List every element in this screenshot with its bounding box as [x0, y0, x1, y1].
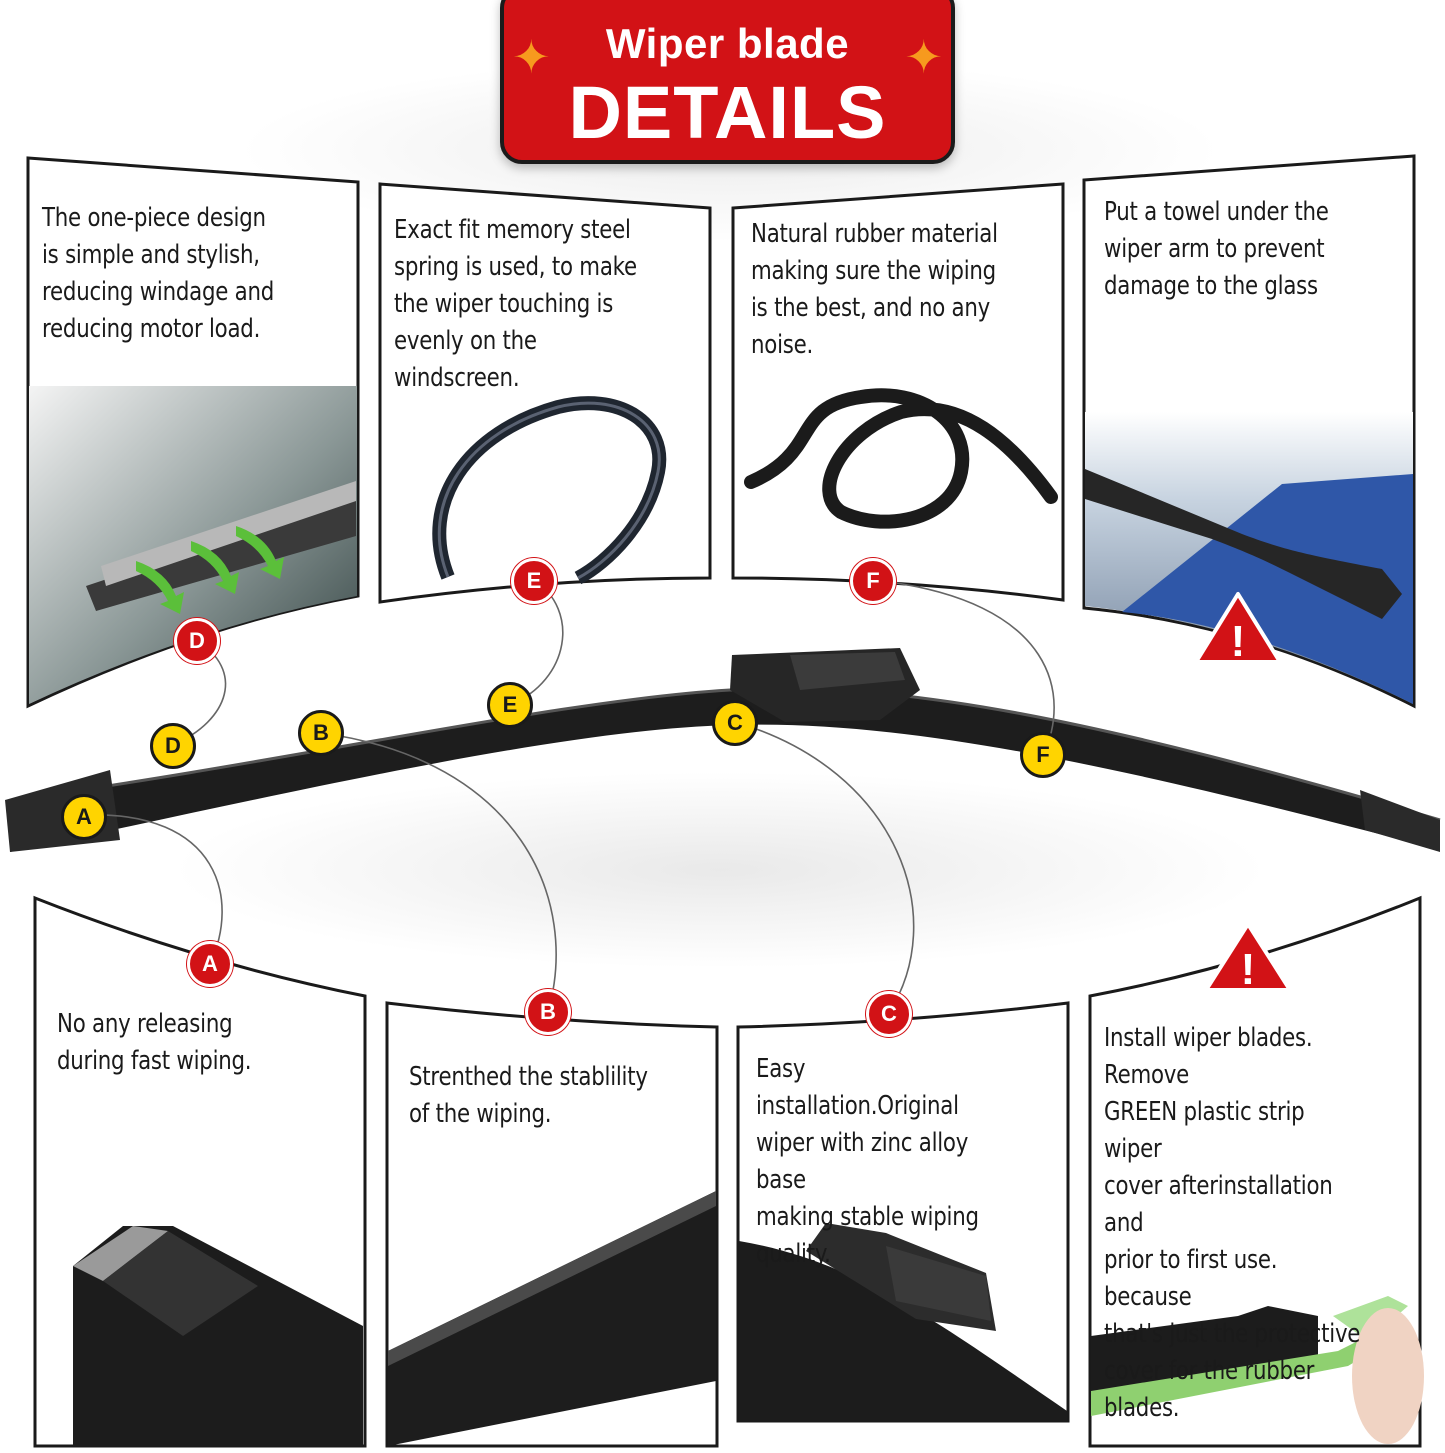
title-line2: DETAILS [568, 71, 887, 154]
bottom-panel-a: No any releasing during fast wiping. [33, 895, 367, 1448]
top-panel-f: Natural rubber material making sure the … [731, 182, 1065, 602]
top-panel-d: The one-piece design is simple and styli… [26, 156, 360, 709]
sparkle-icon: ✦ [904, 31, 943, 83]
panel-callout-b: B [525, 989, 571, 1035]
top-panel-e: Exact fit memory steel spring is used, t… [378, 182, 712, 604]
panel-text: Install wiper blades. Remove GREEN plast… [1104, 1023, 1361, 1423]
wiper-end-image [86, 481, 356, 611]
panel-text: Put a towel under the wiper arm to preve… [1104, 197, 1329, 301]
panel-callout-c: C [866, 991, 912, 1037]
blade-with-green-strip-image [1091, 1296, 1424, 1444]
sparkle-icon: ✦ [512, 31, 551, 83]
blade-end-image [73, 1226, 363, 1446]
blade-middle-image [388, 1191, 716, 1446]
bottom-panel-warning: ! Install wiper blades. Remove GREEN pla… [1088, 895, 1424, 1448]
panel-text: No any releasing during fast wiping. [57, 1009, 252, 1076]
panel-frame: ! [1088, 895, 1424, 1448]
panel-frame: ! [1082, 154, 1416, 709]
top-panel-warning: ! Put a towel under the wiper arm to pre… [1082, 154, 1416, 709]
blade-base-image [739, 1223, 1067, 1421]
panel-frame [731, 182, 1065, 602]
steel-spring-image [432, 396, 667, 585]
rubber-strip-image [744, 388, 1058, 529]
panel-frame [736, 1001, 1070, 1423]
panel-text: Easy installation.Original wiper with zi… [756, 1054, 979, 1269]
panel-callout-e: E [511, 558, 557, 604]
arrow-icon [136, 526, 284, 614]
panel-callout-d: D [174, 618, 220, 664]
panel-frame [26, 156, 360, 709]
warning-glyph: ! [1231, 617, 1246, 666]
panel-frame [378, 182, 712, 604]
title-badge: ✦ Wiper blade DETAILS ✦ [500, 0, 955, 164]
wiper-blade-image [5, 648, 1441, 852]
wiper-arm-image [1085, 469, 1402, 619]
warning-glyph: ! [1241, 945, 1256, 994]
panel-callout-f: F [850, 558, 896, 604]
panel-text: Strenthed the stablility of the wiping. [409, 1062, 648, 1129]
panel-callout-a: A [187, 941, 233, 987]
panel-text: Exact fit memory steel spring is used, t… [394, 215, 637, 393]
panel-text: The one-piece design is simple and styli… [42, 203, 275, 344]
bottom-panel-c: Easy installation.Original wiper with zi… [736, 1001, 1070, 1423]
panel-frame [385, 1001, 719, 1448]
blade-callout-d: D [150, 723, 196, 769]
title-line1: Wiper blade [605, 20, 850, 67]
blade-callout-b: B [298, 710, 344, 756]
connector-lines [83, 579, 1055, 1015]
panel-frame [33, 895, 367, 1448]
blade-callout-a: A [61, 794, 107, 840]
warning-icon: ! [1204, 922, 1292, 994]
blade-callout-c: C [712, 700, 758, 746]
panel-text: Natural rubber material making sure the … [751, 219, 998, 360]
warning-icon: ! [1194, 592, 1282, 666]
blade-callout-f: F [1020, 732, 1066, 778]
blade-callout-e: E [487, 682, 533, 728]
bottom-panel-b: Strenthed the stablility of the wiping. [385, 1001, 719, 1448]
